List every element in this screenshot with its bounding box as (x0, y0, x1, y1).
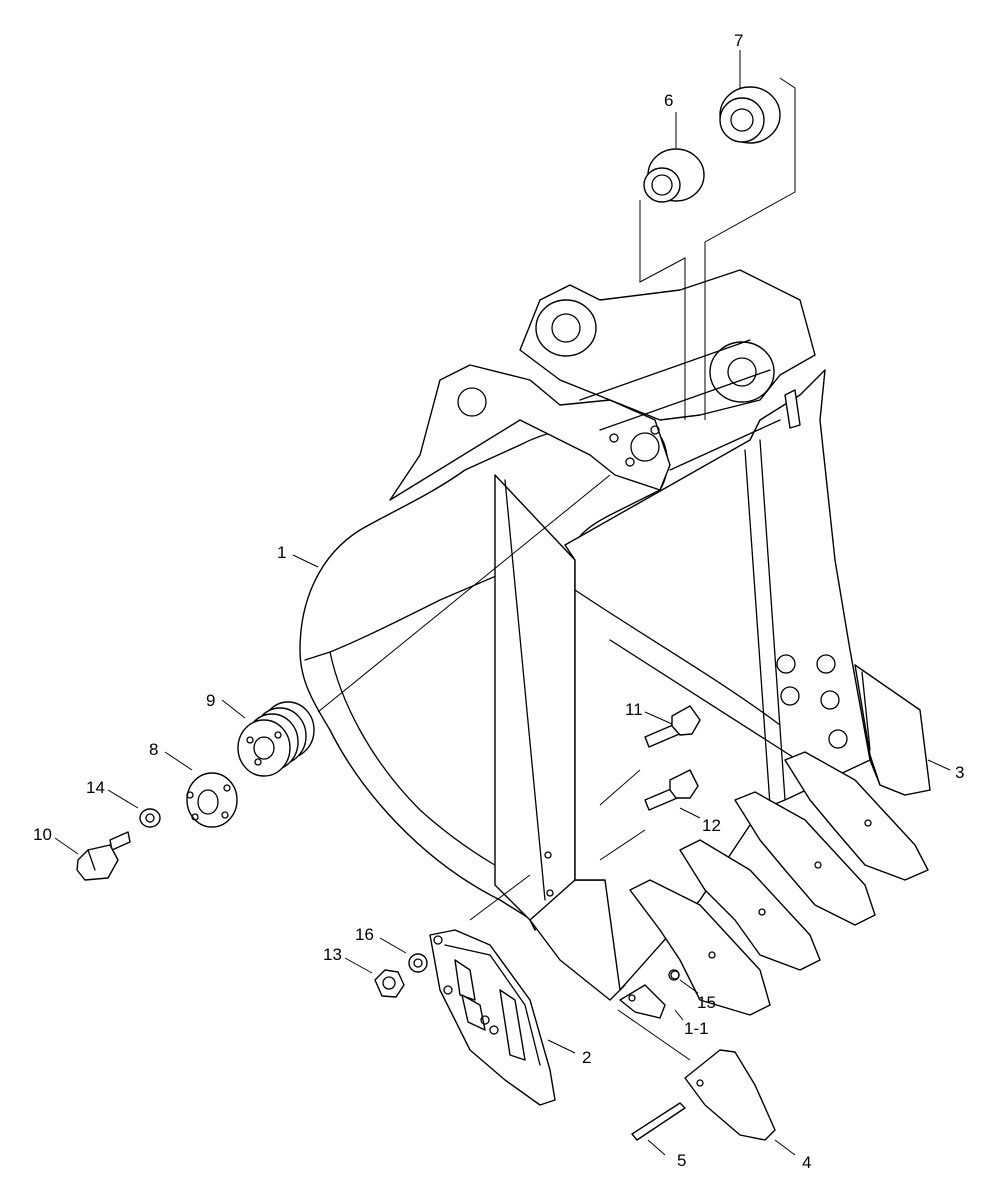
callout-11: 11 (625, 700, 643, 719)
callout-10: 10 (33, 825, 52, 844)
pin-part (631, 1102, 686, 1141)
callout-6: 6 (664, 91, 673, 110)
callout-2: 2 (582, 1048, 591, 1067)
washer-16-part (408, 953, 428, 973)
bucket-body-part (299, 269, 931, 1001)
callout-labels: 1 1-1 2 3 4 5 6 7 8 9 10 11 12 13 14 15 … (33, 31, 964, 1172)
callout-16: 16 (355, 925, 374, 944)
nut-13-part (374, 969, 405, 998)
callout-leaders (54, 50, 951, 1156)
callout-7: 7 (734, 31, 743, 50)
loose-tooth-part (684, 1049, 776, 1141)
side-protector-part (429, 929, 556, 1106)
callout-1: 1 (277, 543, 286, 562)
adapter-part (619, 970, 680, 1019)
washer-14-part (139, 808, 161, 828)
callout-15: 15 (697, 993, 716, 1012)
callout-9: 9 (206, 691, 215, 710)
callout-8: 8 (149, 740, 158, 759)
teeth-row (629, 751, 929, 1016)
plate-part (186, 772, 238, 828)
side-cutter-part (854, 664, 931, 796)
shim-stack-part (237, 701, 315, 777)
bushing-7-part (719, 86, 781, 144)
callout-3: 3 (955, 763, 964, 782)
callout-1-1: 1-1 (684, 1019, 709, 1038)
bolt-11-part (644, 705, 701, 748)
callout-13: 13 (323, 945, 342, 964)
callout-12: 12 (702, 816, 721, 835)
callout-14: 14 (86, 778, 105, 797)
bolt-10-part (76, 831, 131, 881)
assembly-guide-lines (317, 77, 796, 1061)
bolt-12-part (644, 769, 699, 811)
washer-15-part (668, 969, 680, 981)
callout-4: 4 (802, 1153, 811, 1172)
callout-5: 5 (677, 1151, 686, 1170)
bushing-6-part (643, 148, 705, 203)
